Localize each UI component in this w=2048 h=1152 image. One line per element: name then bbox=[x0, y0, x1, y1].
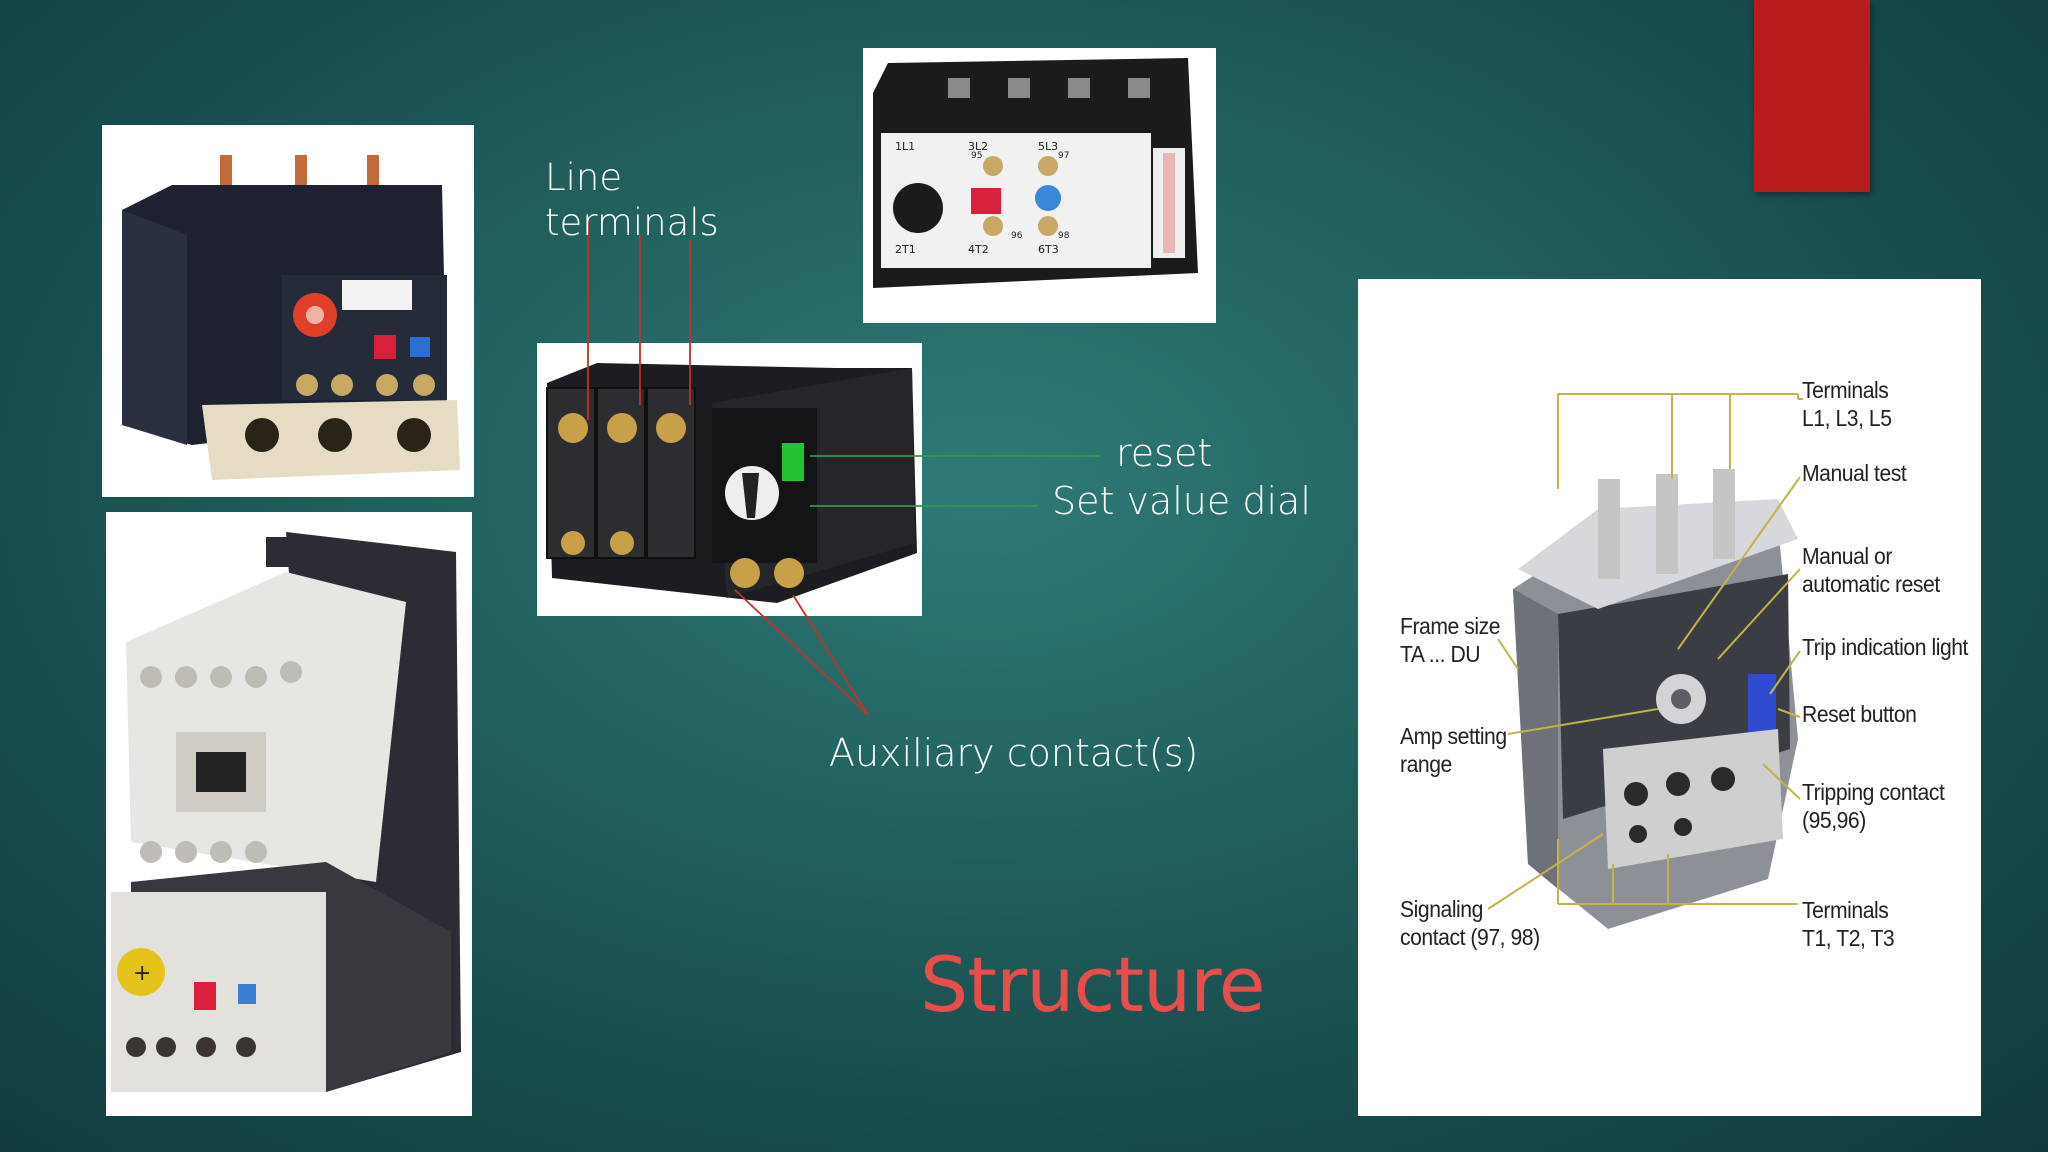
diagram-tripping-contact-line-2: (95,96) bbox=[1802, 806, 1866, 833]
diagram-trip-light-label: Trip indication light bbox=[1802, 634, 1968, 660]
line-terminals-label: Line terminals bbox=[545, 155, 719, 245]
top-relay-marking-96: 96 bbox=[1011, 231, 1023, 241]
top-relay-marking-95: 95 bbox=[971, 151, 983, 161]
diagram-terminals-bottom-line-2: T1, T2, T3 bbox=[1802, 924, 1895, 951]
diagram-signaling-contact-line-2: contact (97, 98) bbox=[1400, 923, 1540, 950]
contactor-photo: + bbox=[106, 512, 472, 1116]
top-relay-marking-97: 97 bbox=[1058, 151, 1070, 161]
diagram-frame-size-line-2: TA ... DU bbox=[1400, 640, 1481, 667]
diagram-terminals-top-label: Terminals L1, L3, L5 bbox=[1802, 377, 1892, 432]
diagram-manual-test-label: Manual test bbox=[1802, 460, 1907, 486]
diagram-amp-setting-label: Amp setting range bbox=[1400, 723, 1507, 778]
diagram-frame-size-line-1: Frame size bbox=[1400, 613, 1501, 639]
diagram-signaling-contact-label: Signaling contact (97, 98) bbox=[1400, 896, 1540, 951]
set-value-dial-label: Set value dial bbox=[1052, 479, 1311, 523]
diagram-terminals-top-line-1: Terminals bbox=[1802, 377, 1889, 403]
diagram-manual-reset-line-1: Manual or bbox=[1802, 543, 1892, 569]
diagram-manual-reset-label: Manual or automatic reset bbox=[1802, 543, 1940, 598]
svg-text:+: + bbox=[133, 961, 151, 986]
diagram-terminals-top-line-2: L1, L3, L5 bbox=[1802, 404, 1892, 431]
top-relay-marking-2t1: 2T1 bbox=[895, 243, 916, 256]
top-relay-photo: 1L1 3L2 5L3 2T1 4T2 6T3 95 97 96 98 bbox=[863, 48, 1216, 323]
top-relay-marking-3l2: 3L2 bbox=[968, 140, 989, 153]
top-relay-marking-1l1: 1L1 bbox=[895, 140, 916, 153]
annotated-relay-diagram: Terminals L1, L3, L5 Manual test Manual … bbox=[1358, 279, 1981, 1116]
diagram-amp-setting-line-2: range bbox=[1400, 750, 1452, 777]
diagram-amp-setting-line-1: Amp setting bbox=[1400, 723, 1507, 749]
auxiliary-contacts-label: Auxiliary contact(s) bbox=[829, 731, 1199, 775]
line-terminals-line-1: Line bbox=[545, 156, 623, 199]
top-relay-marking-4t2: 4T2 bbox=[968, 243, 989, 256]
diagram-tripping-contact-label: Tripping contact (95,96) bbox=[1802, 779, 1945, 834]
diagram-terminals-bottom-line-1: Terminals bbox=[1802, 897, 1889, 923]
top-relay-marking-6t3: 6T3 bbox=[1038, 243, 1059, 256]
top-relay-marking-5l3: 5L3 bbox=[1038, 140, 1059, 153]
slide-title: Structure bbox=[920, 940, 1266, 1029]
center-relay-photo bbox=[537, 343, 922, 616]
accent-bar bbox=[1754, 0, 1870, 192]
top-relay-marking-98: 98 bbox=[1058, 231, 1070, 241]
overload-relay-photo bbox=[102, 125, 474, 497]
diagram-frame-size-label: Frame size TA ... DU bbox=[1400, 613, 1501, 668]
reset-label: reset bbox=[1116, 431, 1213, 475]
diagram-tripping-contact-line-1: Tripping contact bbox=[1802, 779, 1945, 805]
diagram-manual-reset-line-2: automatic reset bbox=[1802, 570, 1940, 597]
diagram-signaling-contact-line-1: Signaling bbox=[1400, 896, 1483, 922]
line-terminals-line-2: terminals bbox=[545, 201, 719, 245]
diagram-terminals-bottom-label: Terminals T1, T2, T3 bbox=[1802, 897, 1895, 952]
diagram-reset-button-label: Reset button bbox=[1802, 701, 1917, 727]
